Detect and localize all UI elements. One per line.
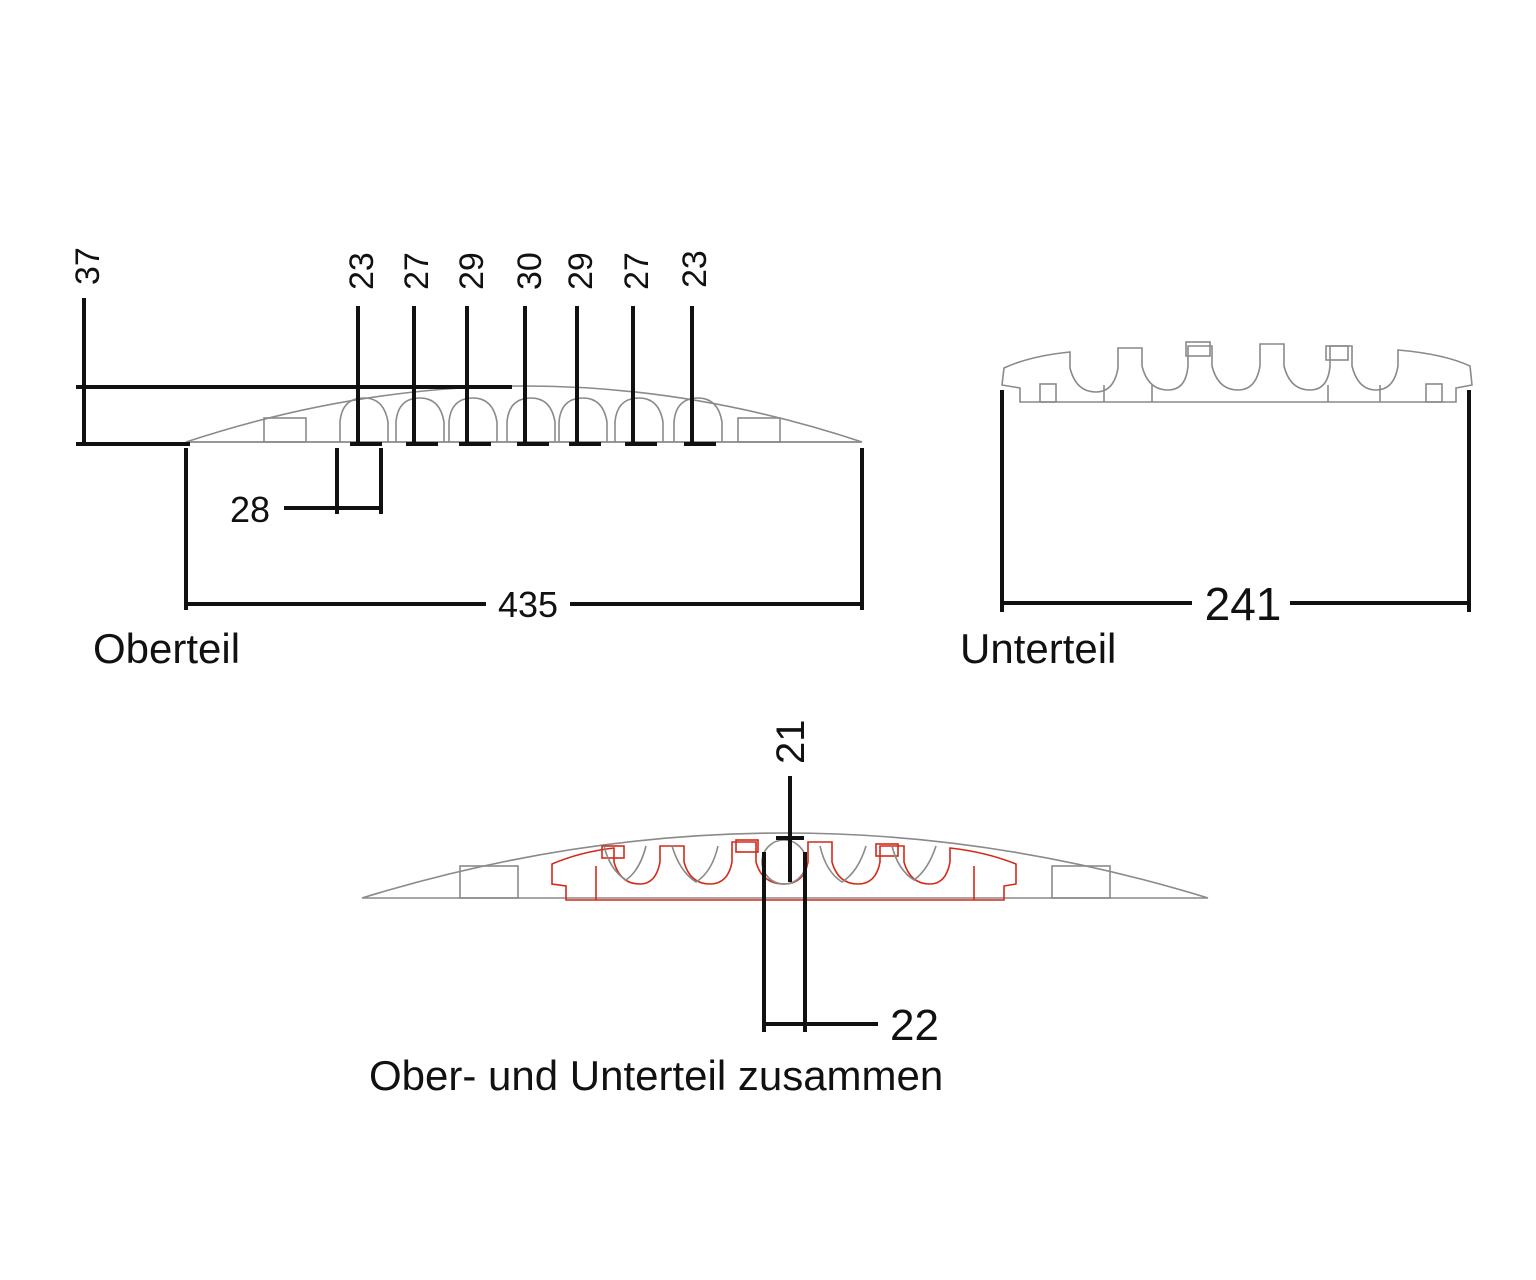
- channel-label-5: 29: [562, 252, 600, 290]
- unterteil-profile: [1001, 341, 1473, 403]
- channel-label-7: 23: [676, 250, 714, 288]
- channel-label-1: 23: [343, 252, 381, 290]
- unterteil-width-dimension: 241: [1000, 390, 1471, 630]
- cable-channel: [506, 397, 556, 442]
- cable-channel: [673, 397, 723, 442]
- oberteil-caption: Oberteil: [93, 625, 240, 672]
- combined-view: 21 22 Ober- und Unterteil zusammen: [361, 720, 1209, 1099]
- channel-label-6: 27: [618, 252, 656, 290]
- combined-gap-label: 22: [890, 1001, 939, 1050]
- cable-channel: [614, 397, 664, 442]
- combined-height-label: 21: [769, 720, 813, 765]
- oberteil-profile: [185, 385, 863, 443]
- width-dimension: 435: [184, 448, 864, 625]
- height-dimension: 37: [69, 247, 512, 446]
- unterteil-caption: Unterteil: [960, 625, 1116, 672]
- unterteil-view: 241 Unterteil: [960, 341, 1473, 672]
- unterteil-width-label: 241: [1205, 578, 1282, 630]
- channel-label-3: 29: [453, 252, 491, 290]
- rib-dimension: 28: [230, 448, 383, 530]
- combined-gap-dimension: 22: [762, 852, 939, 1050]
- combined-height-dimension: 21: [769, 720, 813, 882]
- cable-channel: [448, 397, 498, 442]
- rib-label: 28: [230, 489, 270, 530]
- channel-label-2: 27: [398, 252, 436, 290]
- combined-profile: [361, 832, 1209, 901]
- width-label: 435: [498, 584, 558, 625]
- combined-caption: Ober- und Unterteil zusammen: [369, 1052, 943, 1099]
- cable-channel: [339, 397, 389, 442]
- height-label: 37: [69, 247, 107, 285]
- channel-dimensions: 23 27 29 30 29 27 23: [343, 250, 716, 446]
- channel-label-4: 30: [511, 252, 549, 290]
- cable-channel: [558, 397, 608, 442]
- cable-channel: [395, 397, 445, 442]
- oberteil-view: 37 23 27 29 30 29 27 23 28 435 O: [69, 247, 864, 672]
